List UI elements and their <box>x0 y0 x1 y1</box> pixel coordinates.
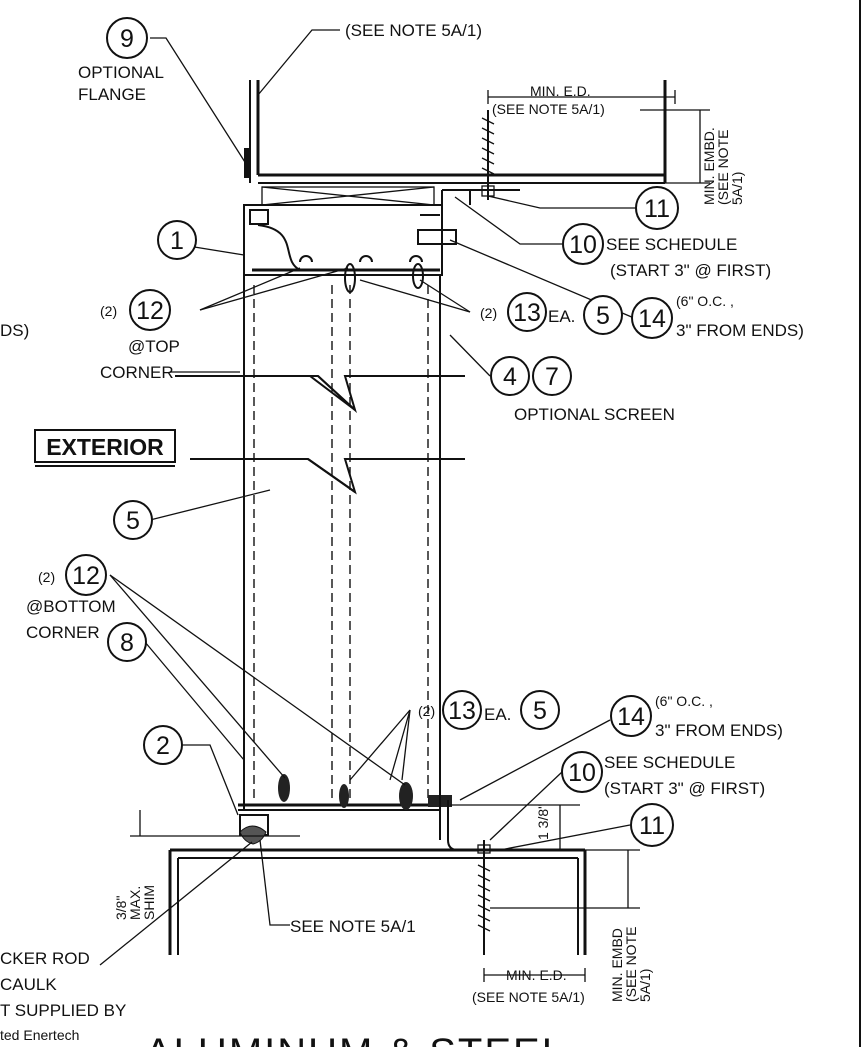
see-schedule-top: SEE SCHEDULE <box>606 235 737 254</box>
bubble-12-top: 12 <box>129 289 171 331</box>
bubble-5-top: 5 <box>583 295 623 335</box>
bubble-11-bot: 11 <box>630 803 674 847</box>
shim-label: 3/8"MAX.SHIM <box>113 885 157 920</box>
head-anchor-screw <box>481 110 495 200</box>
head-blocking <box>261 186 435 206</box>
bubble-8: 8 <box>107 622 147 662</box>
svg-text:13: 13 <box>448 697 476 725</box>
bubble-11-top: 11 <box>635 186 679 230</box>
optional-screen-label: OPTIONAL SCREEN <box>514 405 675 424</box>
break-lines <box>175 375 465 495</box>
sill-substrate <box>168 848 587 955</box>
bubble-7: 7 <box>532 356 572 396</box>
left-cut-ds: DS) <box>0 321 29 340</box>
min-ed-bot-1: MIN. E.D. <box>506 967 567 983</box>
bubble-10-bot: 10 <box>561 751 603 793</box>
optional-flange <box>244 148 250 178</box>
svg-text:4: 4 <box>503 363 517 391</box>
oc-bot-2: 3" FROM ENDS) <box>655 721 783 740</box>
bubble-9: 9 <box>106 17 148 59</box>
bubble-5-mid: 5 <box>113 500 153 540</box>
sill-frame <box>238 718 520 851</box>
svg-text:5: 5 <box>126 507 140 535</box>
min-embd-top-label: MIN. EMBD.(SEE NOTE5A/1) <box>701 127 745 205</box>
min-ed-top-2: (SEE NOTE 5A/1) <box>492 101 605 117</box>
svg-text:8: 8 <box>120 629 134 657</box>
start-top: (START 3" @ FIRST) <box>610 261 771 280</box>
svg-text:9: 9 <box>120 25 134 53</box>
svg-text:12: 12 <box>136 297 164 325</box>
bubble-14-bot: 14 <box>610 695 652 737</box>
bubble-10-top: 10 <box>562 223 604 265</box>
qty-12-bot: (2) <box>38 569 55 585</box>
min-embd-bot-label: MIN. EMBD(SEE NOTE5A/1) <box>609 927 653 1002</box>
exterior-tag: EXTERIOR <box>34 429 176 467</box>
svg-text:10: 10 <box>569 231 597 259</box>
svg-text:12: 12 <box>72 562 100 590</box>
bubble-1: 1 <box>157 220 197 260</box>
not-supplied-label: T SUPPLIED BY <box>0 1001 126 1020</box>
head-frame <box>243 189 520 293</box>
head-substrate <box>249 80 667 184</box>
bubble-2: 2 <box>143 725 183 765</box>
leader-lines <box>99 29 636 966</box>
sill-dims <box>130 804 640 982</box>
min-ed-bot-2: (SEE NOTE 5A/1) <box>472 989 585 1005</box>
svg-text:5: 5 <box>533 697 547 725</box>
bottom-title: ALUMINUM & STEEL <box>145 1031 566 1047</box>
head-dims <box>487 90 710 184</box>
see-note-bot-label: SEE NOTE 5A/1 <box>290 917 416 936</box>
bubble-13-top: 13 <box>507 292 547 332</box>
bubble-5-bot: 5 <box>520 690 560 730</box>
svg-text:11: 11 <box>639 812 665 840</box>
enertech-label: ted Enertech <box>0 1027 79 1043</box>
min-ed-top-1: MIN. E.D. <box>530 83 591 99</box>
bubble-13-bot: 13 <box>442 690 482 730</box>
svg-text:14: 14 <box>638 305 666 333</box>
corner-bot-label: CORNER <box>26 623 100 642</box>
caulk-label: CAULK <box>0 975 57 994</box>
svg-text:10: 10 <box>568 759 596 787</box>
backer-rod-label: CKER ROD <box>0 949 90 968</box>
svg-text:7: 7 <box>545 363 559 391</box>
jamb-lines <box>243 275 441 830</box>
bubble-4: 4 <box>490 356 530 396</box>
qty-12-top: (2) <box>100 303 117 319</box>
bubble-14-top: 14 <box>631 297 673 339</box>
qty-13-top: (2) <box>480 305 497 321</box>
sill-anchor-screw <box>477 840 491 955</box>
oc-top-2: 3" FROM ENDS) <box>676 321 804 340</box>
svg-text:2: 2 <box>156 732 170 760</box>
qty-13-bot: (2) <box>418 703 435 719</box>
svg-text:11: 11 <box>644 195 670 223</box>
at-bottom-label: @BOTTOM <box>26 597 116 616</box>
dim-1-3-8: 1 3/8" <box>535 804 551 840</box>
oc-bot-1: (6" O.C. , <box>655 693 713 709</box>
svg-text:EXTERIOR: EXTERIOR <box>46 434 164 460</box>
svg-text:13: 13 <box>513 299 541 327</box>
bubble-12-bot: 12 <box>65 554 107 596</box>
note-top-label: (SEE NOTE 5A/1) <box>345 21 482 40</box>
svg-text:1: 1 <box>170 227 184 255</box>
start-bot: (START 3" @ FIRST) <box>604 779 765 798</box>
ea-top: EA. <box>548 307 575 326</box>
oc-top-1: (6" O.C. , <box>676 293 734 309</box>
see-schedule-bot: SEE SCHEDULE <box>604 753 735 772</box>
svg-text:14: 14 <box>617 703 645 731</box>
corner-top-label: CORNER <box>100 363 174 382</box>
ea-bot: EA. <box>484 705 511 724</box>
svg-text:5: 5 <box>596 302 610 330</box>
at-top-label: @TOP <box>128 337 180 356</box>
